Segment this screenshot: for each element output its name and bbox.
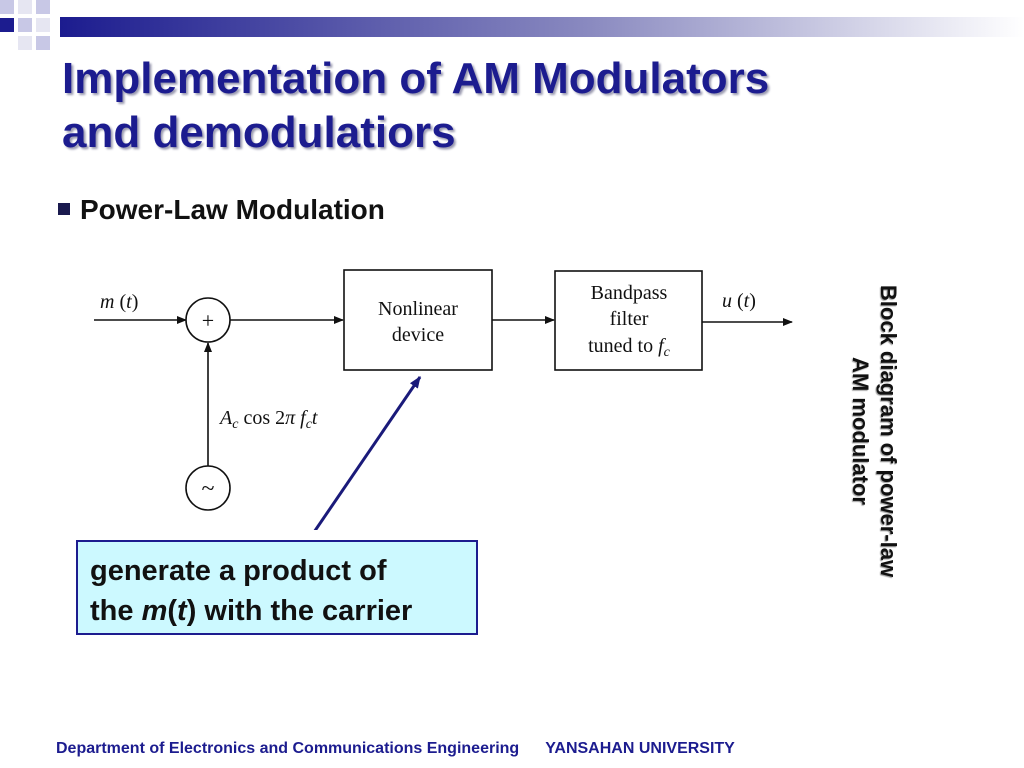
carrier-label: Ac cos 2π fct [218, 407, 318, 432]
footer: Department of Electronics and Communicat… [56, 740, 735, 758]
oscillator-symbol: ~ [202, 476, 215, 502]
corner-decoration [0, 0, 80, 60]
callout-line-1: generate a product of [90, 555, 387, 587]
callout-text-pre: the [90, 595, 142, 627]
output-label: u (t) [722, 290, 756, 312]
side-caption: Block diagram of power-law AM modulator [812, 236, 902, 626]
bandpass-label-1: Bandpass [591, 282, 668, 304]
callout-paren-open: ( [167, 595, 178, 627]
adder-symbol: + [202, 308, 214, 333]
callout-line-2: the m(t) with the carrier [90, 591, 464, 631]
title-line-2: and demodulatiors [62, 108, 456, 157]
nonlinear-device-label-1: Nonlinear [378, 298, 458, 320]
bullet-square-icon [58, 202, 70, 215]
footer-university: YANSAHAN UNIVERSITY [545, 740, 735, 757]
bullet-item: Power-Law Modulation [58, 194, 385, 226]
header-gradient-bar [60, 17, 1024, 37]
callout-box: generate a product of the m(t) with the … [76, 540, 478, 635]
bandpass-label-2: filter [610, 308, 649, 330]
side-caption-line-1: Block diagram of power-law [876, 284, 901, 578]
nonlinear-device-label-2: device [392, 324, 444, 346]
input-label: m (t) [100, 291, 138, 313]
callout-t: t [177, 595, 187, 627]
callout-pointer-arrow [313, 376, 422, 530]
title-line-1: Implementation of AM Modulators [62, 54, 770, 103]
bandpass-filter-block [554, 270, 703, 371]
callout-m: m [141, 595, 168, 627]
side-caption-line-2: AM modulator [848, 357, 873, 505]
block-diagram: m (t) + Nonlinear device Bandpass filter… [94, 269, 793, 530]
footer-department: Department of Electronics and Communicat… [56, 740, 520, 757]
bandpass-label-3: tuned to fc [588, 335, 671, 360]
callout-paren-close: ) [186, 595, 197, 627]
nonlinear-device-block [343, 269, 493, 371]
callout-text-post: with the carrier [196, 595, 413, 627]
bullet-text: Power-Law Modulation [80, 194, 385, 225]
slide-title: Implementation of AM Modulators and demo… [62, 52, 962, 160]
